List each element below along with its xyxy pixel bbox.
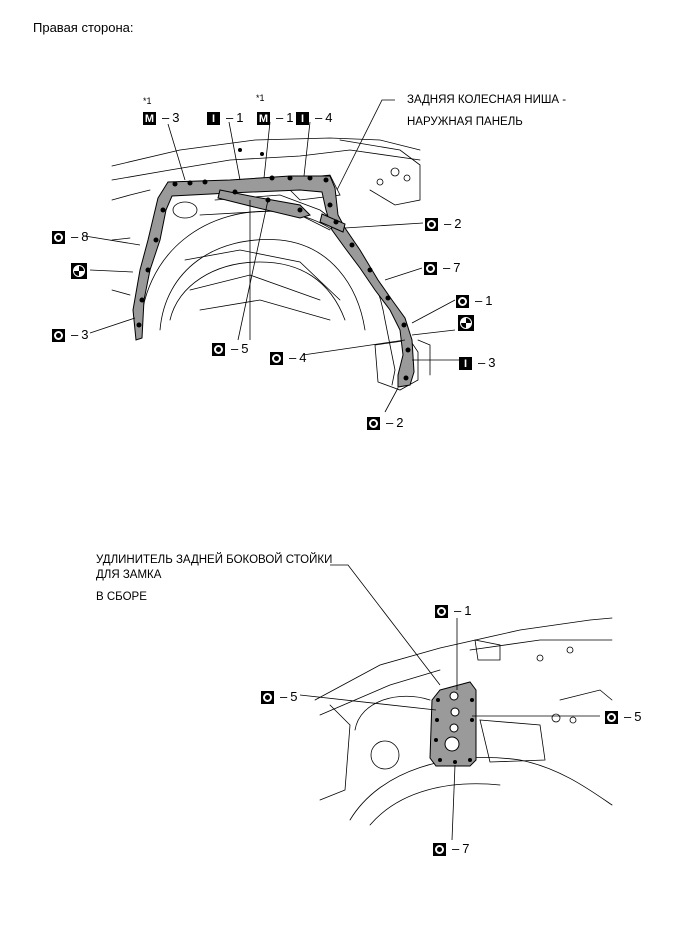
callout-o5-left: –5 xyxy=(261,689,297,705)
wheelhouse-panel-caption: ЗАДНЯЯ КОЛЕСНАЯ НИША - НАРУЖНАЯ ПАНЕЛЬ xyxy=(407,89,566,133)
callout-torque-right xyxy=(458,314,477,331)
note-marker: *1 xyxy=(143,96,152,106)
m-symbol-icon: M xyxy=(143,112,156,126)
i-symbol-icon: I xyxy=(459,357,472,371)
o-symbol-icon xyxy=(52,231,65,245)
callout-o4: –4 xyxy=(270,350,306,366)
caption-line-1: ЗАДНЯЯ КОЛЕСНАЯ НИША - xyxy=(407,94,567,106)
i-symbol-icon: I xyxy=(207,112,220,126)
o-symbol-icon xyxy=(212,343,225,357)
callout-m3: M–3 xyxy=(143,110,180,126)
callout-o7: –7 xyxy=(424,260,460,276)
o-symbol-icon xyxy=(270,352,283,366)
caption-line-3: В СБОРЕ xyxy=(96,591,147,603)
callout-o5: –5 xyxy=(212,341,248,357)
caption-line-2: ДЛЯ ЗАМКА xyxy=(96,569,162,581)
callout-i1: I–1 xyxy=(207,110,243,126)
o-symbol-icon xyxy=(605,711,618,725)
o-symbol-icon xyxy=(52,329,65,343)
o-symbol-icon xyxy=(425,218,438,232)
callout-o7: –7 xyxy=(433,841,469,857)
o-symbol-icon xyxy=(367,417,380,431)
callout-i4: I–4 xyxy=(296,110,332,126)
o-symbol-icon xyxy=(435,605,448,619)
m-symbol-icon: M xyxy=(257,112,270,126)
callout-o5-right: –5 xyxy=(605,709,641,725)
o-symbol-icon xyxy=(424,262,437,276)
torque-icon xyxy=(458,314,474,331)
callout-i3: I–3 xyxy=(459,355,495,371)
caption-line-2: НАРУЖНАЯ ПАНЕЛЬ xyxy=(407,116,523,128)
callout-o2-lower: –2 xyxy=(367,415,403,431)
callout-o3: –3 xyxy=(52,327,88,343)
callout-m1: M–1 xyxy=(257,110,294,126)
note-marker: *1 xyxy=(256,93,265,103)
lock-pillar-caption: УДЛИНИТЕЛЬ ЗАДНЕЙ БОКОВОЙ СТОЙКИ ДЛЯ ЗАМ… xyxy=(96,553,332,605)
callout-o1: –1 xyxy=(435,603,471,619)
caption-line-1: УДЛИНИТЕЛЬ ЗАДНЕЙ БОКОВОЙ СТОЙКИ xyxy=(96,554,333,566)
o-symbol-icon xyxy=(433,843,446,857)
callout-torque-left xyxy=(71,262,90,279)
o-symbol-icon xyxy=(456,295,469,309)
o-symbol-icon xyxy=(261,691,274,705)
torque-icon xyxy=(71,262,87,279)
rear-wheelhouse-flange xyxy=(132,175,415,388)
page-title: Правая сторона: xyxy=(33,20,134,35)
callout-o1: –1 xyxy=(456,293,492,309)
callout-o2-upper: –2 xyxy=(425,216,461,232)
i-symbol-icon: I xyxy=(296,112,309,126)
callout-o8: –8 xyxy=(52,229,88,245)
